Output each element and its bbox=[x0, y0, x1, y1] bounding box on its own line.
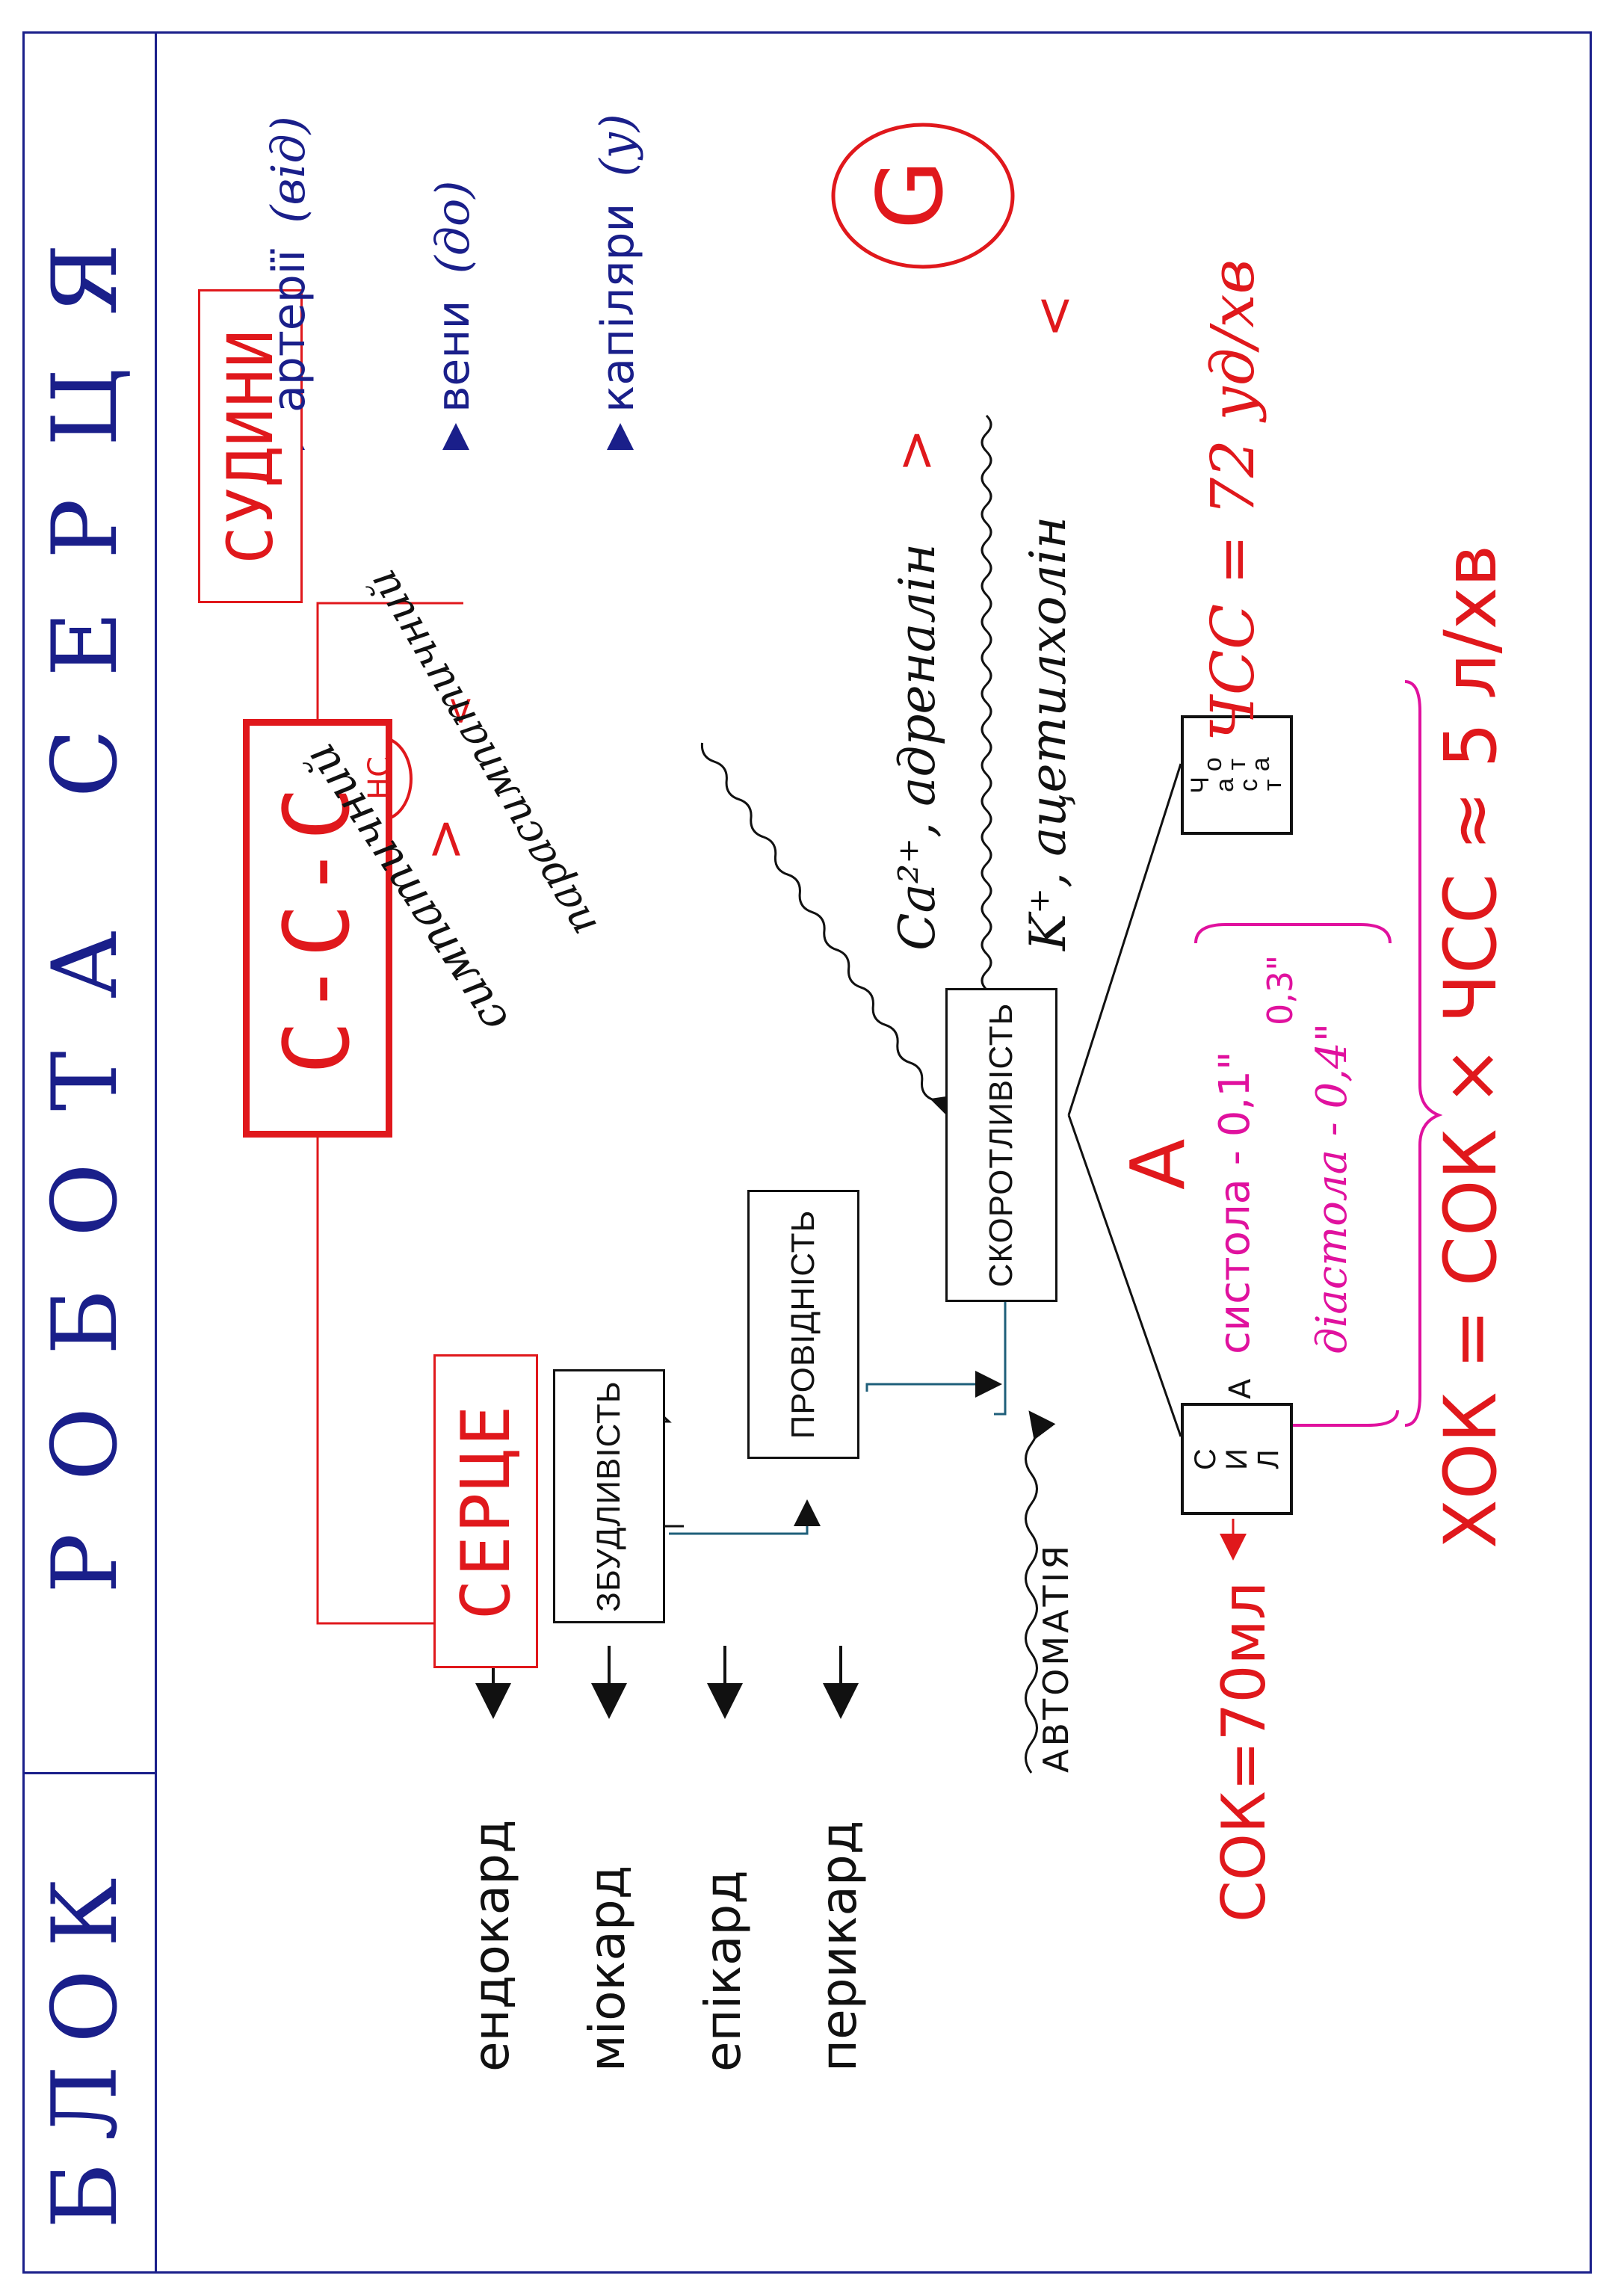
vessel-veins: вени (до) bbox=[425, 180, 480, 413]
heart-box: СЕРЦЕ bbox=[433, 1354, 538, 1668]
frequency-letter: а bbox=[1247, 756, 1276, 772]
frequency-letter: а bbox=[1210, 777, 1239, 792]
automatism-label: АВТОМАТІЯ bbox=[1036, 1542, 1076, 1773]
systole-label: систола - 0,1" bbox=[1211, 1051, 1259, 1354]
vessel-arteries: артерії (від) bbox=[261, 116, 315, 413]
contractility-box: СКОРОТЛИВІСТЬ bbox=[945, 988, 1057, 1302]
hok-formula: ХОК = СОК × ЧСС ≈ 5 л/хв bbox=[1429, 544, 1513, 1549]
potassium-decrease-sign: < bbox=[1023, 294, 1084, 338]
conductivity-label: ПРОВІДНІСТЬ bbox=[785, 1209, 821, 1439]
vessels-letter: У bbox=[214, 485, 287, 525]
contractility-label: СКОРОТЛИВІСТЬ bbox=[983, 1002, 1019, 1288]
vessel-capillaries-name: капіляри bbox=[592, 203, 644, 413]
layer-pericard: перикард bbox=[810, 1820, 868, 2072]
vessels-letter: С bbox=[214, 525, 287, 564]
frequency-letter: т bbox=[1259, 778, 1288, 791]
force-letter: И bbox=[1220, 1448, 1253, 1470]
calcium-increase-sign: > bbox=[885, 428, 946, 472]
vessel-capillaries: капіляри (у) bbox=[590, 114, 644, 413]
heart-letter: Е bbox=[446, 1533, 525, 1577]
hss-formula: ЧСС = 72 уд/хв bbox=[1198, 259, 1267, 741]
vessel-arteries-note: (від) bbox=[261, 116, 315, 223]
vessel-veins-note: (до) bbox=[425, 180, 480, 274]
heart-label: СЕРЦЕ bbox=[447, 1403, 525, 1620]
conductivity-box: ПРОВІДНІСТЬ bbox=[747, 1190, 859, 1459]
cycle-a-label: А bbox=[1114, 1138, 1202, 1190]
frequency-letter: т bbox=[1222, 757, 1251, 771]
systole-extra: 0,3" bbox=[1260, 954, 1300, 1025]
heart-letter: Е bbox=[446, 1402, 525, 1446]
heart-letter: Р bbox=[446, 1489, 525, 1534]
layer-myocard: міокард bbox=[578, 1865, 636, 2072]
vessel-arteries-name: артерії bbox=[263, 249, 315, 413]
frequency-letter: Ч bbox=[1186, 776, 1215, 794]
force-letter: Л bbox=[1252, 1448, 1285, 1469]
vessels-letter: Д bbox=[214, 446, 287, 486]
excitability-box: ЗБУДЛИВІСТЬ bbox=[553, 1369, 665, 1623]
vessel-capillaries-note: (у) bbox=[590, 114, 644, 177]
frequency-letter: с bbox=[1235, 777, 1263, 791]
excitability-label: ЗБУДЛИВІСТЬ bbox=[590, 1380, 627, 1612]
ns-increase-sign: > bbox=[414, 817, 475, 861]
vessel-veins-name: вени bbox=[427, 300, 480, 413]
diastole-label: діастола - 0,4" bbox=[1308, 1022, 1356, 1354]
layer-endocard: ендокард bbox=[463, 1819, 520, 2072]
vessels-letter: И bbox=[214, 407, 287, 446]
heart-letter: Ц bbox=[446, 1445, 525, 1490]
potassium-label: K⁺, ацетилхолін bbox=[1019, 516, 1077, 951]
sok-formula: СОК=70мл bbox=[1209, 1581, 1279, 1922]
force-letter: С bbox=[1189, 1448, 1222, 1470]
calcium-label: Ca²⁺, адреналін bbox=[889, 543, 946, 951]
heart-letter: С bbox=[446, 1576, 525, 1620]
g-mark: G bbox=[859, 160, 963, 229]
force-letter-extra: А bbox=[1223, 1378, 1258, 1399]
frequency-letter: о bbox=[1198, 756, 1227, 772]
layer-epicard: епікард bbox=[694, 1870, 752, 2072]
